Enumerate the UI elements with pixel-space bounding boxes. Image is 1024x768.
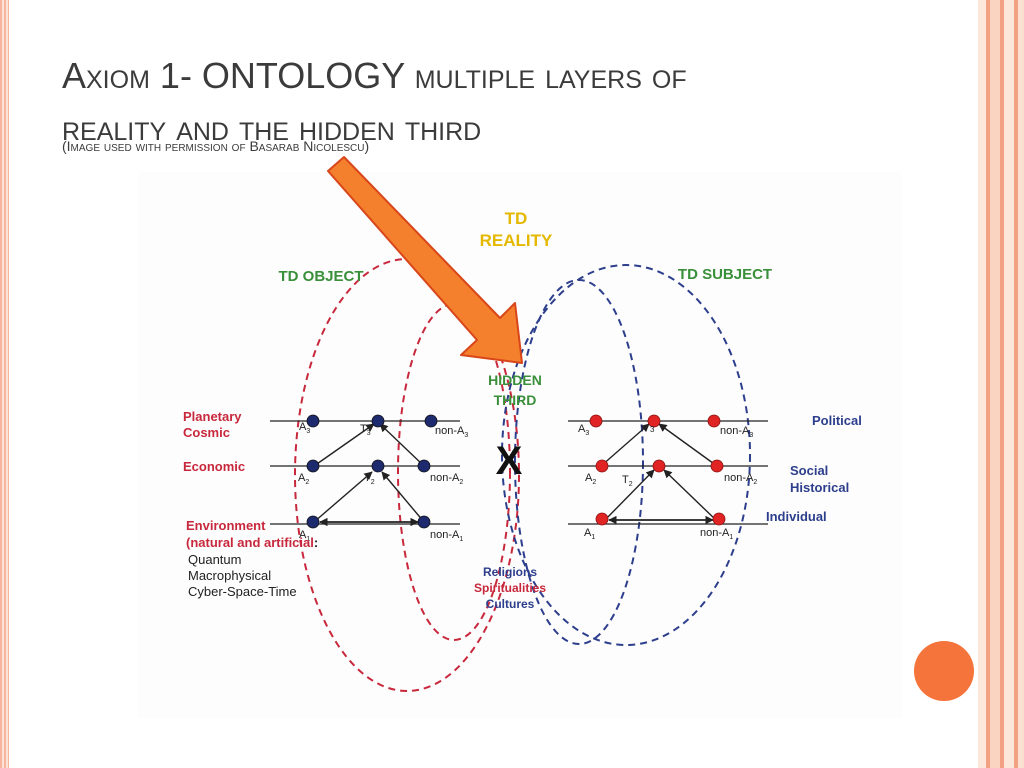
subject-inner-oval [514,279,644,645]
svg-text:T3: T3 [360,423,371,437]
object-nodes [306,414,438,529]
svg-text:Cyber-Space-Time: Cyber-Space-Time [188,584,297,599]
svg-text:Planetary: Planetary [183,409,242,424]
diagram-svg: A3 T3 non-A3 A2 T2 non-A2 A1 non-A1 A3 3… [183,209,862,692]
svg-text:Political: Political [812,413,862,428]
pointer-arrow-icon [327,156,523,364]
svg-text:Environment: Environment [186,518,266,533]
svg-text:A1: A1 [584,527,595,541]
svg-text:non-A3: non-A3 [435,425,468,439]
svg-text:A1: A1 [299,529,310,543]
svg-text:Economic: Economic [183,459,245,474]
svg-text:A2: A2 [585,472,596,486]
ontology-diagram: A3 T3 non-A3 A2 T2 non-A2 A1 non-A1 A3 3… [138,172,902,718]
slide-title: Axiom 1- ONTOLOGY multiple layers of rea… [62,48,942,156]
svg-text:Historical: Historical [790,480,849,495]
td-subject-label: TD SUBJECT [678,266,772,283]
svg-text:non-A3: non-A3 [720,425,753,439]
svg-text:3: 3 [650,425,655,434]
svg-text:A3: A3 [299,421,310,435]
title-number: 1- ONTOLOGY [159,55,405,96]
spiritualities-label: Spiritualities [474,581,546,595]
title-rest-2: reality and the hidden third [62,107,482,148]
slide-subtitle: (Image used with permission of Basarab N… [62,138,370,154]
title-axiom: Axiom [62,55,150,96]
svg-text:non-A1: non-A1 [430,529,463,543]
svg-text:Macrophysical: Macrophysical [188,568,271,583]
object-inner-oval [397,303,511,641]
svg-text:non-A2: non-A2 [724,472,757,486]
td-object-label: TD OBJECT [278,268,363,285]
subject-outer-oval [501,264,751,646]
svg-text:T2: T2 [364,472,375,486]
svg-text:A2: A2 [298,472,309,486]
hidden-third-line2: THIRD [494,392,537,408]
svg-text:Quantum: Quantum [188,552,241,567]
cultures-label: Cultures [486,597,535,611]
subject-node-labels: A3 3 non-A3 A2 T2 non-A2 A1 non-A1 [578,423,757,541]
td-reality-line2: REALITY [480,231,553,250]
svg-text:(natural and artificial:: (natural and artificial: [186,535,318,550]
object-arrows [313,423,719,527]
svg-text:A3: A3 [578,423,589,437]
slide-border-right [978,0,1024,768]
td-reality-line1: TD [505,209,528,228]
svg-text:T2: T2 [622,474,633,488]
decorative-circle [914,641,974,701]
hidden-third-line1: HIDDEN [488,372,542,388]
title-rest-1: multiple layers of [414,55,687,96]
subject-level-labels: Political Social Historical Individual [766,413,862,524]
object-node-labels: A3 T3 non-A3 A2 T2 non-A2 A1 non-A1 [298,421,468,543]
environment-items: Quantum Macrophysical Cyber-Space-Time [188,552,297,599]
x-mark: X [496,439,523,483]
svg-text:Social: Social [790,463,828,478]
svg-text:Individual: Individual [766,509,827,524]
svg-text:non-A1: non-A1 [700,527,733,541]
svg-text:Cosmic: Cosmic [183,425,230,440]
subject-nodes [589,414,726,526]
slide-border-left [0,0,9,768]
svg-text:non-A2: non-A2 [430,472,463,486]
object-level-labels: Planetary Cosmic Economic Environment (n… [183,409,318,550]
religions-label: Religions [483,565,537,579]
